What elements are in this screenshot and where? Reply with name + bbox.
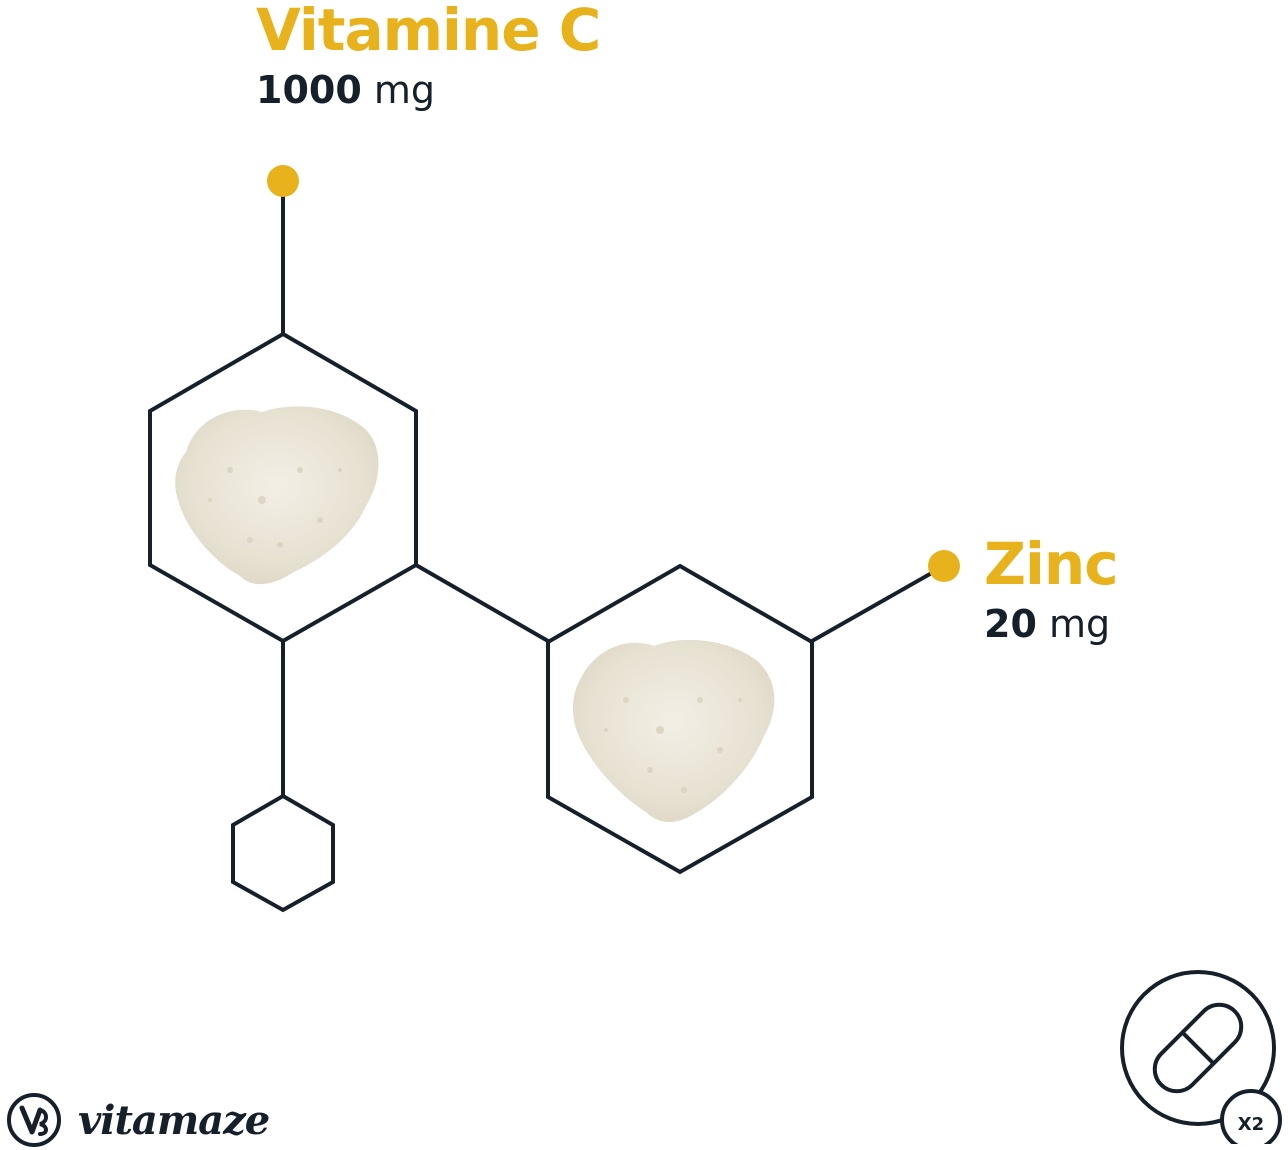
- hexagon-small: [231, 793, 335, 913]
- brand-mark-icon: [7, 1093, 61, 1147]
- ingredient-amount-zinc: 20 mg: [984, 602, 1110, 646]
- amount-unit: mg: [373, 68, 435, 112]
- capsule-icon: [1152, 1002, 1244, 1094]
- amount-unit: mg: [1048, 602, 1111, 646]
- bond-zinc-marker: [810, 564, 946, 643]
- brand-name: vitamaze: [78, 1096, 270, 1144]
- powder-image-1: [175, 406, 379, 585]
- powder-image-2: [572, 639, 775, 822]
- vitc-marker-dot: [267, 165, 299, 197]
- brand-logo: vitamaze: [6, 1092, 270, 1148]
- amount-value: 1000: [256, 68, 362, 112]
- zinc-marker-dot: [928, 550, 960, 582]
- dose-multiplier-label: X2: [1237, 1114, 1265, 1135]
- ingredient-title-vitamin-c: Vitamine C: [256, 0, 601, 64]
- ingredient-title-zinc: Zinc: [984, 530, 1119, 598]
- bond-hex1-hex2: [414, 563, 550, 643]
- amount-value: 20: [984, 602, 1037, 646]
- dose-badge: [1120, 970, 1282, 1144]
- ingredient-amount-vitamin-c: 1000 mg: [256, 68, 435, 112]
